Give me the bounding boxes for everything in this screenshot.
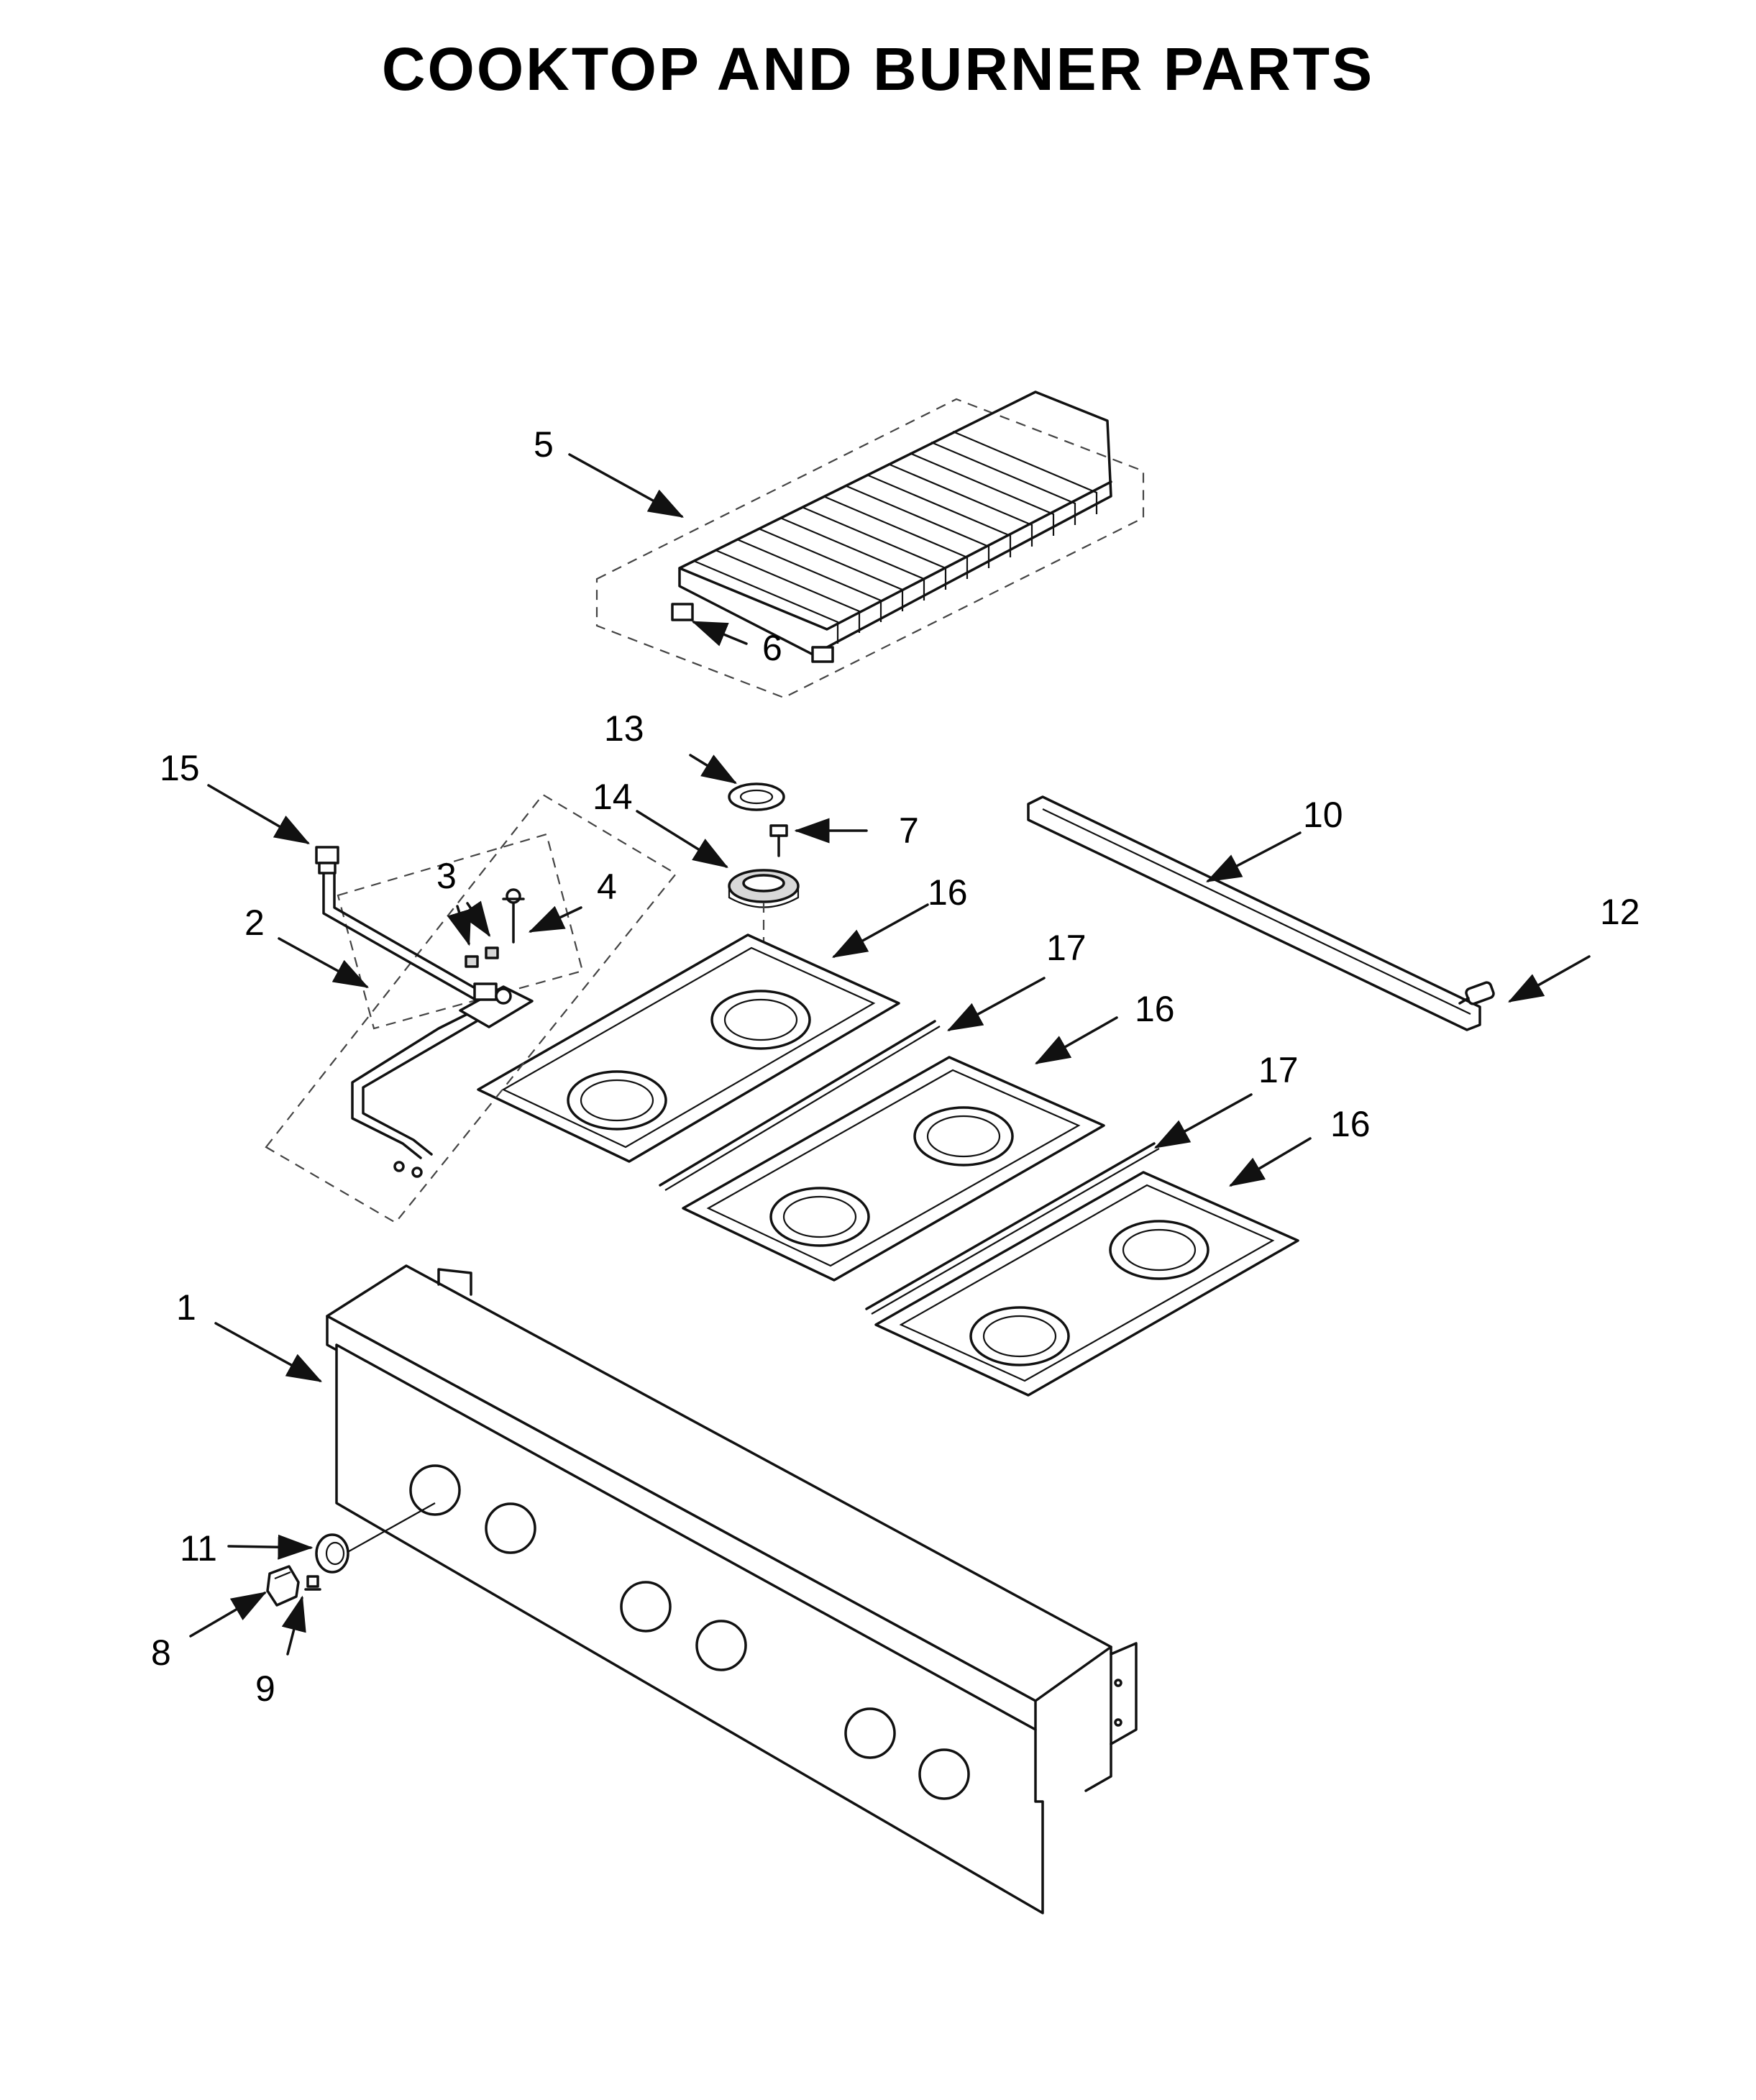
callout-16b: 16 [1135,989,1175,1029]
callout-11: 11 [180,1528,217,1569]
callout-17b: 17 [1258,1050,1299,1090]
grate-foot-part [671,603,694,621]
burner-box-part-2[interactable] [682,1056,1105,1282]
callout-6: 6 [762,628,782,668]
callout-1: 1 [176,1287,196,1328]
burner-base-part[interactable] [728,869,800,908]
seal-strip-part-1[interactable] [659,1020,941,1191]
callout-7: 7 [899,811,919,851]
callout-14: 14 [593,777,633,817]
callout-10: 10 [1303,795,1343,835]
burner-box-part-3[interactable] [874,1171,1299,1397]
callout-2: 2 [244,903,265,943]
igniter-electrode-part[interactable] [502,888,525,944]
knob-screw-part[interactable] [304,1575,321,1591]
burner-box-part-1[interactable] [477,933,900,1163]
callout-12: 12 [1600,892,1640,932]
gas-valve-part[interactable] [459,982,534,1028]
tube-bolt-part[interactable] [315,846,339,875]
burner-cap-part[interactable] [728,782,785,811]
callout-labels: 5 6 13 14 7 10 12 15 2 3 4 16 17 16 17 1… [151,424,1640,1709]
callout-16c: 16 [1330,1104,1371,1144]
grate-part[interactable] [595,391,1145,699]
callout-16a: 16 [928,872,968,913]
callout-13: 13 [604,708,644,749]
callout-8: 8 [151,1633,171,1673]
callout-3: 3 [436,856,457,896]
manifold-panel-part[interactable] [326,1264,1138,1914]
callout-15: 15 [160,748,200,788]
trim-screw-part[interactable] [1458,981,1495,1005]
burner-screw-part[interactable] [769,824,788,857]
callout-17a: 17 [1046,928,1087,968]
knob-bezel-part[interactable] [315,1533,349,1574]
callout-5: 5 [534,424,554,465]
callout-9: 9 [255,1668,275,1709]
valve-screw-part[interactable] [465,946,499,968]
callout-4: 4 [597,867,617,907]
leader-lines [189,453,1591,1656]
page-title: COOKTOP AND BURNER PARTS [381,35,1375,103]
seal-strip-part-2[interactable] [865,1142,1160,1315]
control-knob-part[interactable] [266,1565,300,1607]
rear-trim-part[interactable] [1027,795,1481,1031]
gas-tube-part[interactable] [322,869,490,1159]
